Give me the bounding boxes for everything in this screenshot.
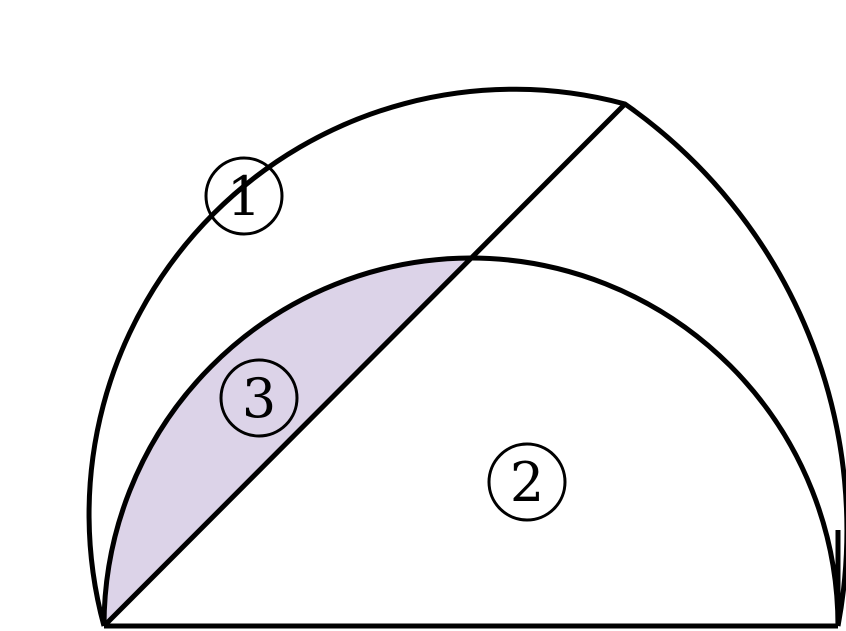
region-1-circle	[204, 156, 284, 236]
region-3-number: 3	[242, 367, 276, 430]
region-3-label: 3	[219, 358, 299, 438]
region-1-number: 1	[227, 165, 261, 228]
region-2-number: 2	[510, 451, 544, 514]
region-1-label: 1	[204, 156, 284, 236]
outer-arc	[86, 86, 846, 627]
region-2-circle	[487, 442, 567, 522]
region-3-circle	[219, 358, 299, 438]
region-2-label: 2	[487, 442, 567, 522]
diagonal-chord	[102, 102, 627, 628]
